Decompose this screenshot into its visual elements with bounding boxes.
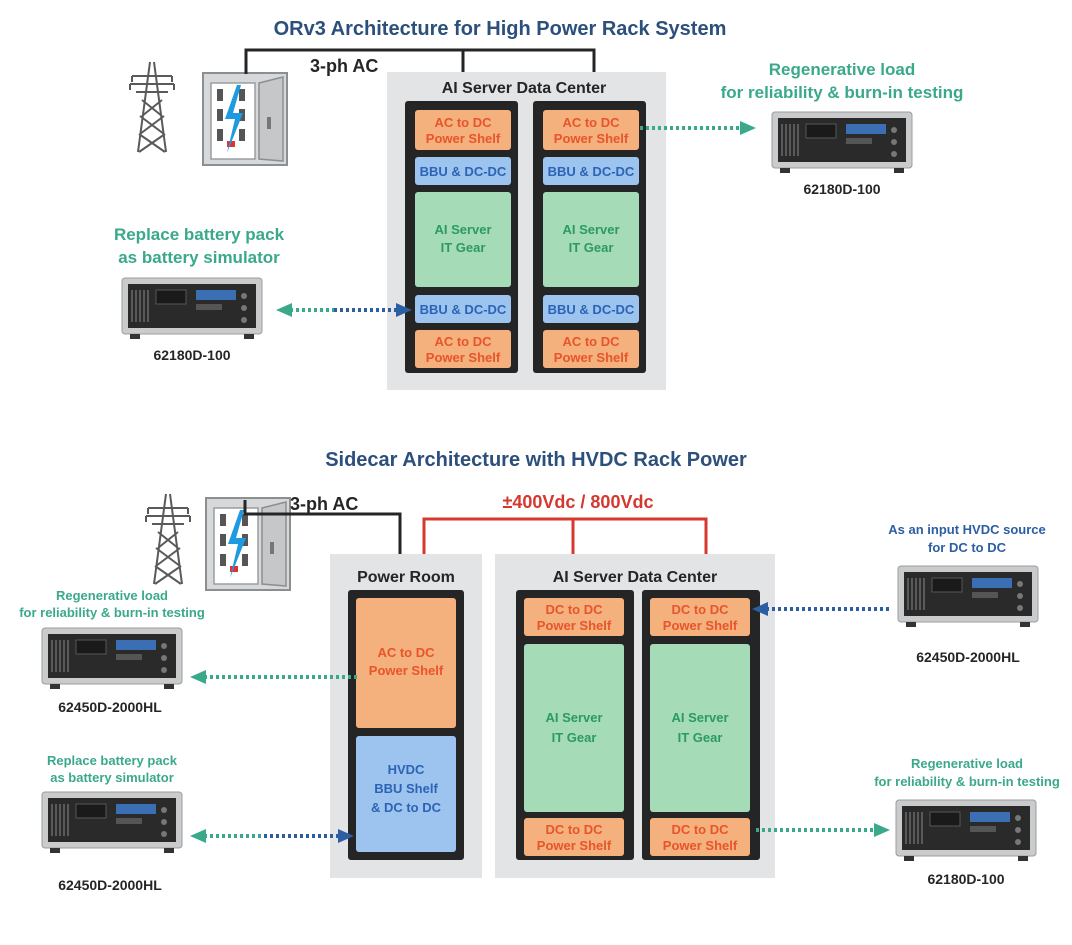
svg-text:Power Shelf: Power Shelf [426, 350, 501, 365]
svg-text:IT Gear: IT Gear [441, 240, 486, 255]
input-hvdc-label-1: As an input HVDC source [888, 522, 1045, 537]
svg-text:IT Gear: IT Gear [569, 240, 614, 255]
bottom-regen-left-model: 62450D-2000HL [58, 699, 162, 715]
svg-text:AI Server: AI Server [671, 710, 728, 725]
top-ac-label: 3-ph AC [310, 56, 378, 76]
hvdc-label: ±400Vdc / 800Vdc [503, 492, 654, 512]
svg-text:AI Server: AI Server [562, 222, 619, 237]
svg-text:Power Shelf: Power Shelf [369, 663, 444, 678]
top-regen-model: 62180D-100 [803, 181, 880, 197]
power-room-rack: AC to DC Power Shelf HVDC BBU Shelf & DC… [348, 590, 464, 860]
svg-text:DC to DC: DC to DC [545, 602, 603, 617]
svg-text:AC to DC: AC to DC [434, 334, 492, 349]
svg-text:AC to DC: AC to DC [434, 115, 492, 130]
svg-text:Power Shelf: Power Shelf [537, 838, 612, 853]
bottom-rack-1: DC to DC Power Shelf AI Server IT Gear D… [516, 590, 634, 860]
svg-text:HVDC: HVDC [388, 762, 425, 777]
svg-text:Power Shelf: Power Shelf [663, 838, 738, 853]
transmission-tower-icon [145, 493, 191, 585]
input-hvdc-label-2: for DC to DC [928, 540, 1007, 555]
electrical-cabinet-icon [202, 72, 288, 166]
top-rack-2: AC to DC Power Shelf BBU & DC-DC AI Serv… [533, 101, 646, 373]
svg-text:BBU Shelf: BBU Shelf [374, 781, 438, 796]
svg-text:AC to DC: AC to DC [562, 334, 620, 349]
svg-text:Power Shelf: Power Shelf [426, 131, 501, 146]
transmission-tower-icon [129, 61, 175, 153]
top-datacenter-title: AI Server Data Center [442, 80, 607, 97]
bottom-regen-right-label-1: Regenerative load [911, 756, 1023, 771]
svg-text:DC to DC: DC to DC [671, 602, 729, 617]
svg-text:IT Gear: IT Gear [678, 730, 723, 745]
bottom-battery-left-model: 62450D-2000HL [58, 877, 162, 893]
svg-text:& DC to DC: & DC to DC [371, 800, 442, 815]
battery-sim-unit-icon [121, 277, 263, 340]
bottom-regen-right-model: 62180D-100 [927, 871, 1004, 887]
svg-text:BBU & DC-DC: BBU & DC-DC [420, 302, 507, 317]
hvdc-wire [422, 517, 708, 556]
bottom-regen-right-label-2: for reliability & burn-in testing [874, 774, 1060, 789]
svg-text:Power Shelf: Power Shelf [537, 618, 612, 633]
svg-text:DC to DC: DC to DC [671, 822, 729, 837]
ac-wire-bottom [243, 500, 402, 556]
regen-load-unit-icon [41, 627, 183, 690]
top-title: ORv3 Architecture for High Power Rack Sy… [274, 18, 727, 40]
top-rack-1: AC to DC Power Shelf BBU & DC-DC AI Serv… [405, 101, 518, 373]
bottom-battery-arrow [190, 829, 354, 843]
bottom-ac-label: 3-ph AC [290, 494, 358, 514]
bottom-regen-left-label-1: Regenerative load [56, 588, 168, 603]
bottom-rack-2: DC to DC Power Shelf AI Server IT Gear D… [642, 590, 760, 860]
hvdc-source-unit-icon [897, 565, 1039, 628]
top-battery-model: 62180D-100 [153, 347, 230, 363]
bottom-battery-left-label-1: Replace battery pack [47, 753, 178, 768]
bottom-regen-left-label-2: for reliability & burn-in testing [19, 605, 205, 620]
bottom-title: Sidecar Architecture with HVDC Rack Powe… [325, 449, 747, 471]
svg-text:BBU & DC-DC: BBU & DC-DC [548, 164, 635, 179]
electrical-cabinet-icon [205, 497, 291, 591]
power-room-title: Power Room [357, 569, 455, 586]
bottom-datacenter-title: AI Server Data Center [553, 569, 718, 586]
svg-text:AI Server: AI Server [545, 710, 602, 725]
svg-text:DC to DC: DC to DC [545, 822, 603, 837]
regen-load-unit-icon [771, 111, 913, 174]
svg-text:BBU & DC-DC: BBU & DC-DC [420, 164, 507, 179]
ac-wire-top [244, 48, 596, 74]
top-battery-label-2: as battery simulator [118, 248, 280, 267]
bottom-battery-left-label-2: as battery simulator [50, 770, 174, 785]
top-battery-label-1: Replace battery pack [114, 225, 285, 244]
svg-text:AC to DC: AC to DC [377, 645, 435, 660]
svg-text:AI Server: AI Server [434, 222, 491, 237]
input-hvdc-model: 62450D-2000HL [916, 649, 1020, 665]
svg-text:BBU & DC-DC: BBU & DC-DC [548, 302, 635, 317]
battery-sim-unit-icon [41, 791, 183, 854]
svg-text:AC to DC: AC to DC [562, 115, 620, 130]
svg-text:IT Gear: IT Gear [552, 730, 597, 745]
svg-text:Power Shelf: Power Shelf [554, 131, 629, 146]
top-regen-label-2: for reliability & burn-in testing [721, 83, 964, 102]
svg-text:Power Shelf: Power Shelf [663, 618, 738, 633]
svg-text:Power Shelf: Power Shelf [554, 350, 629, 365]
regen-load-unit-icon [895, 799, 1037, 862]
top-regen-label-1: Regenerative load [769, 60, 915, 79]
top-battery-arrow [276, 303, 412, 317]
